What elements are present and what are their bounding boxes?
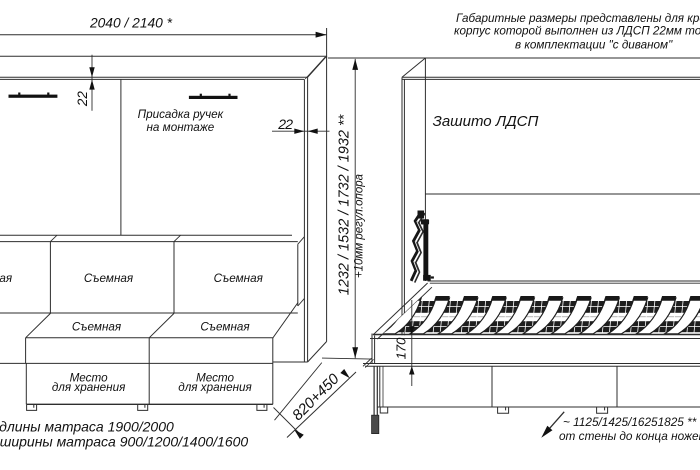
svg-text:Присадка ручек: Присадка ручек xyxy=(138,108,224,121)
svg-text:корпус которой выполнен из ЛДС: корпус которой выполнен из ЛДСП 22мм тол… xyxy=(454,24,700,37)
svg-text:170: 170 xyxy=(394,337,409,359)
svg-text:на монтаже: на монтаже xyxy=(147,121,215,134)
svg-text:+10мм регул.опора: +10мм регул.опора xyxy=(354,174,366,278)
svg-text:для хранения: для хранения xyxy=(52,381,126,394)
svg-text:~ 1125/1425/16251825 **: ~ 1125/1425/16251825 ** xyxy=(563,415,697,429)
svg-text:22: 22 xyxy=(277,116,293,132)
svg-text:Габаритные размеры представлен: Габаритные размеры представлены для кров… xyxy=(456,12,700,25)
svg-text:в комплектации "с диваном": в комплектации "с диваном" xyxy=(515,38,673,51)
svg-text:1232 / 1532 / 1732 / 1932 **: 1232 / 1532 / 1732 / 1932 ** xyxy=(337,113,353,295)
svg-text:*длины матраса 1900/2000: *длины матраса 1900/2000 xyxy=(0,419,174,435)
svg-text:Место: Место xyxy=(196,371,235,384)
svg-text:Съемная: Съемная xyxy=(200,320,250,333)
svg-text:22: 22 xyxy=(75,91,90,108)
svg-text:Зашито ЛДСП: Зашито ЛДСП xyxy=(433,113,539,130)
svg-text:Съемная: Съемная xyxy=(214,272,264,285)
svg-text:Съемная: Съемная xyxy=(0,272,13,285)
svg-text:Съемная: Съемная xyxy=(72,320,122,333)
svg-text:2040 / 2140 *: 2040 / 2140 * xyxy=(89,16,173,31)
svg-text:от стены до конца ножек: от стены до конца ножек xyxy=(559,429,700,443)
svg-text:Место: Место xyxy=(70,371,109,384)
svg-text:для хранения: для хранения xyxy=(178,381,252,394)
svg-text:Съемная: Съемная xyxy=(84,272,134,285)
svg-text:**ширины матраса 900/1200/1400: **ширины матраса 900/1200/1400/1600 xyxy=(0,433,248,449)
